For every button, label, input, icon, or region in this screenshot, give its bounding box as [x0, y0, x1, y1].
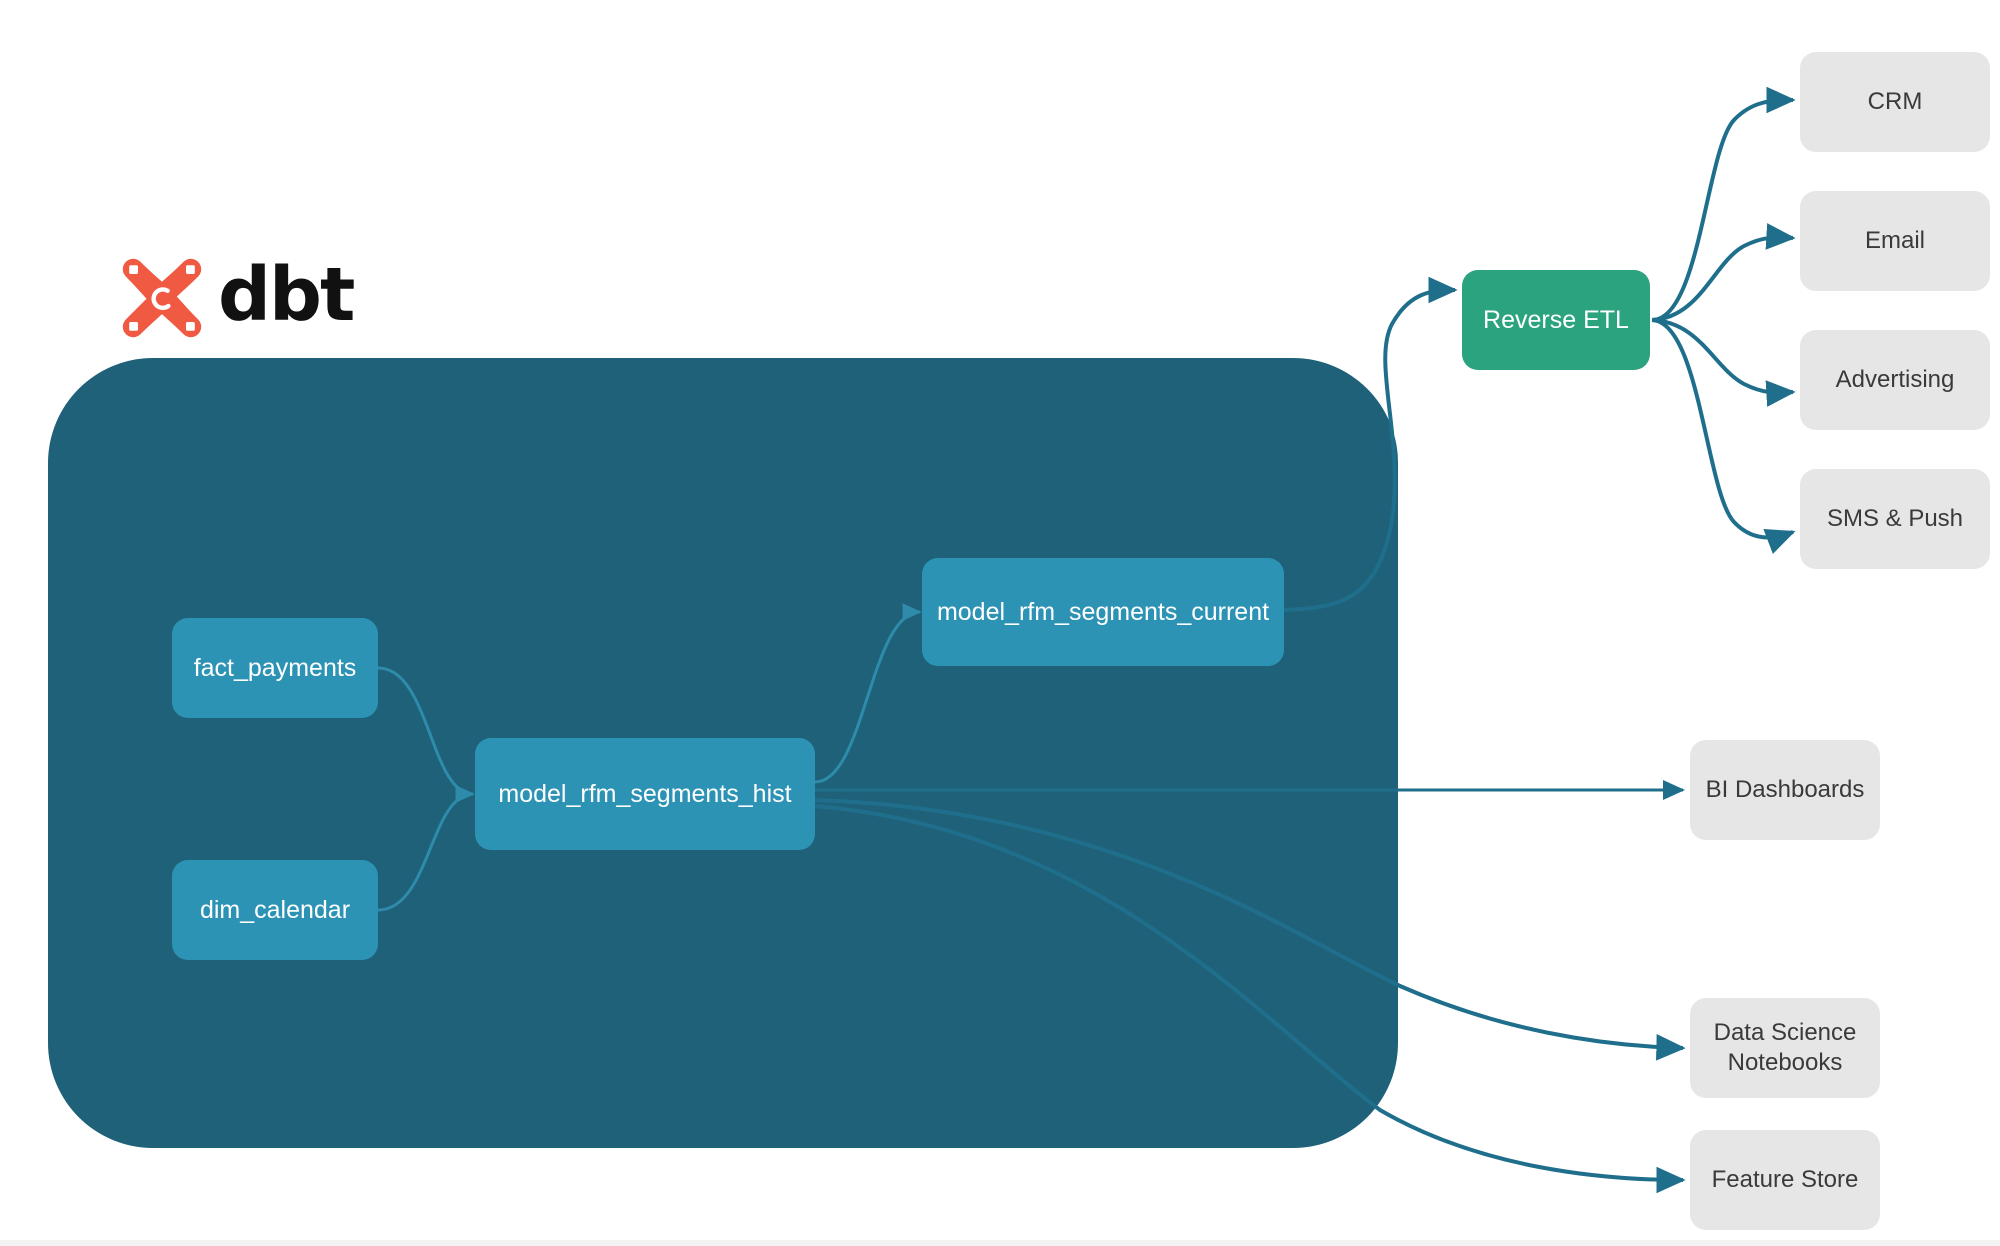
- dbt-logo-mark: [122, 258, 202, 338]
- node-label-line2: Notebooks: [1727, 1049, 1843, 1076]
- model-node-fact-payments[interactable]: fact_payments: [172, 618, 378, 718]
- destination-node-crm[interactable]: CRM: [1800, 52, 1990, 152]
- destination-node-sms-push[interactable]: SMS & Push: [1800, 469, 1990, 569]
- destination-node-data-science-notebooks[interactable]: Data Science Notebooks: [1690, 998, 1880, 1098]
- node-label: Email: [1864, 227, 1925, 254]
- node-label-line1: Data Science: [1713, 1019, 1857, 1046]
- dbt-wordmark: dbt: [218, 252, 355, 338]
- edge-reverse-etl-to-crm: [1651, 86, 1796, 322]
- page-bottom-edge: [0, 1240, 2000, 1246]
- edge-reverse-etl-to-advertising: [1651, 318, 1796, 407]
- dbt-logo: dbt: [122, 252, 355, 338]
- destination-node-feature-store[interactable]: Feature Store: [1690, 1130, 1880, 1230]
- node-label: fact_payments: [193, 653, 357, 682]
- node-label: Data Science Notebooks: [1714, 1018, 1857, 1078]
- node-label: Feature Store: [1711, 1166, 1859, 1193]
- model-node-rfm-segments-hist[interactable]: model_rfm_segments_hist: [475, 738, 815, 850]
- node-label: model_rfm_segments_current: [936, 597, 1270, 626]
- model-node-rfm-segments-current[interactable]: model_rfm_segments_current: [922, 558, 1284, 666]
- destination-node-advertising[interactable]: Advertising: [1800, 330, 1990, 430]
- node-label: SMS & Push: [1826, 505, 1964, 532]
- node-label: model_rfm_segments_hist: [498, 779, 792, 808]
- node-label: CRM: [1867, 88, 1923, 115]
- destination-node-bi-dashboards[interactable]: BI Dashboards: [1690, 740, 1880, 840]
- node-label: Reverse ETL: [1483, 305, 1629, 334]
- node-label: Advertising: [1835, 366, 1955, 393]
- edge-reverse-etl-to-sms-push: [1651, 318, 1796, 554]
- model-node-dim-calendar[interactable]: dim_calendar: [172, 860, 378, 960]
- edge-reverse-etl-to-email: [1651, 223, 1796, 322]
- node-label: BI Dashboards: [1705, 776, 1865, 803]
- destination-node-email[interactable]: Email: [1800, 191, 1990, 291]
- node-label: dim_calendar: [199, 895, 351, 924]
- reverse-etl-node[interactable]: Reverse ETL: [1462, 270, 1650, 370]
